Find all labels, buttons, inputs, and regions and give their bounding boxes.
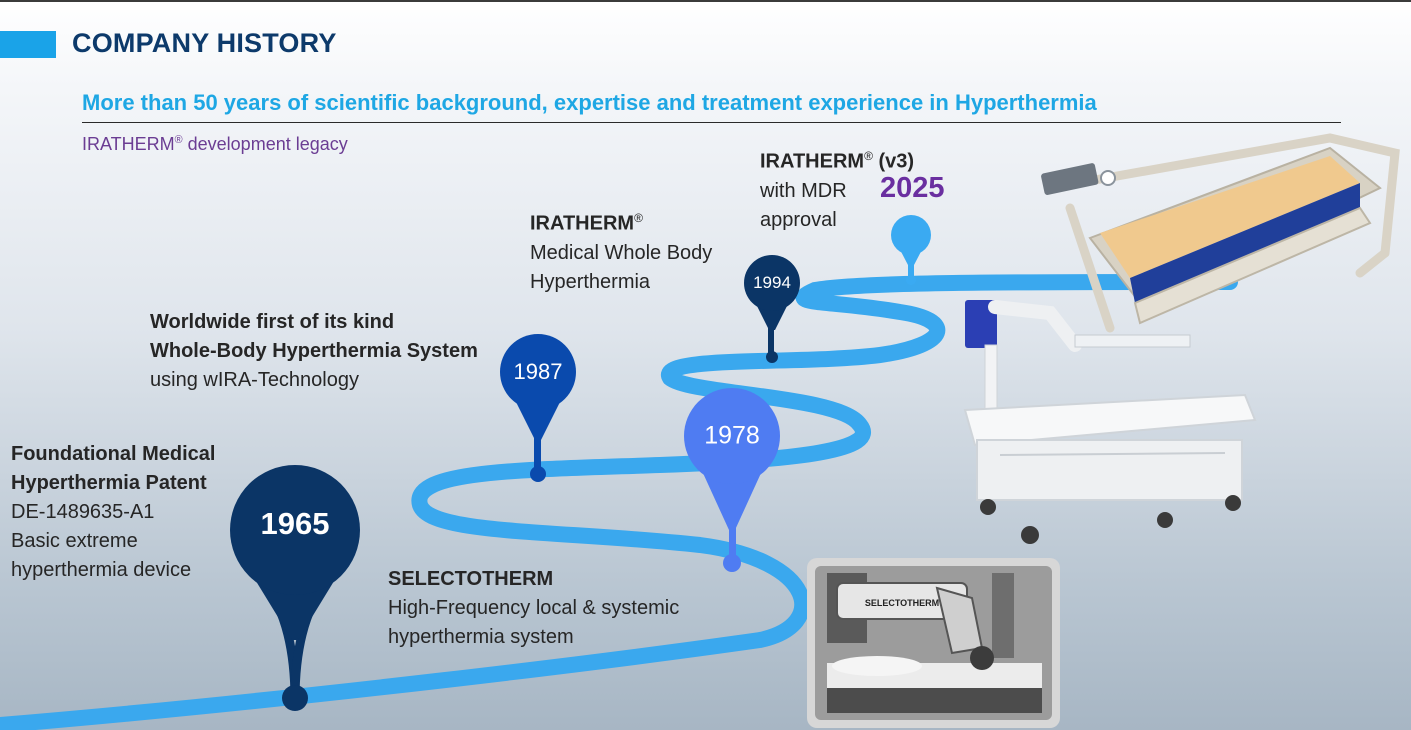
iratherm-1994-device-image xyxy=(955,295,1265,550)
pin-1994 xyxy=(744,255,800,363)
m1978-line2: High-Frequency local & systemic xyxy=(388,594,679,623)
m1978-line3: hyperthermia system xyxy=(388,623,679,652)
pin-1965 xyxy=(230,465,360,711)
m2025-line2: with MDR xyxy=(760,177,914,206)
m1965-line5: hyperthermia device xyxy=(11,556,215,585)
milestone-1987-text: Worldwide first of its kind Whole-Body H… xyxy=(150,308,478,395)
year-1965: 1965 xyxy=(261,506,330,542)
m2025-line1: IRATHERM xyxy=(760,151,864,173)
m1965-line1: Foundational Medical xyxy=(11,443,215,465)
milestone-1978-text: SELECTOTHERM High-Frequency local & syst… xyxy=(388,565,679,652)
m1987-line1: Worldwide first of its kind xyxy=(150,311,394,333)
milestone-1994-text: IRATHERM® Medical Whole Body Hyperthermi… xyxy=(530,204,712,297)
m1965-line4: Basic extreme xyxy=(11,527,215,556)
m1994-line3: Hyperthermia xyxy=(530,268,712,297)
selectotherm-photo-label: SELECTOTHERM xyxy=(865,598,939,608)
m1978-line1: SELECTOTHERM xyxy=(388,568,553,590)
pin-1987 xyxy=(500,334,576,482)
year-1978: 1978 xyxy=(704,422,760,451)
milestone-1965-text: Foundational Medical Hyperthermia Patent… xyxy=(11,440,215,585)
m2025-reg: ® xyxy=(864,149,873,163)
m1965-line2: Hyperthermia Patent xyxy=(11,472,207,494)
m1965-line3: DE-1489635-A1 xyxy=(11,498,215,527)
m2025-line3: approval xyxy=(760,206,914,235)
m1994-line1: IRATHERM xyxy=(530,213,634,235)
milestone-2025-text: IRATHERM® (v3) with MDR approval xyxy=(760,142,914,235)
year-1994: 1994 xyxy=(753,273,791,293)
m2025-line1-rest: (v3) xyxy=(873,151,914,173)
selectotherm-photo: SELECTOTHERM xyxy=(807,558,1060,728)
m1987-line3: using wIRA-Technology xyxy=(150,366,478,395)
m1987-line2: Whole-Body Hyperthermia System xyxy=(150,340,478,362)
year-1987: 1987 xyxy=(514,359,563,385)
m1994-reg: ® xyxy=(634,211,643,225)
m1994-line2: Medical Whole Body xyxy=(530,239,712,268)
